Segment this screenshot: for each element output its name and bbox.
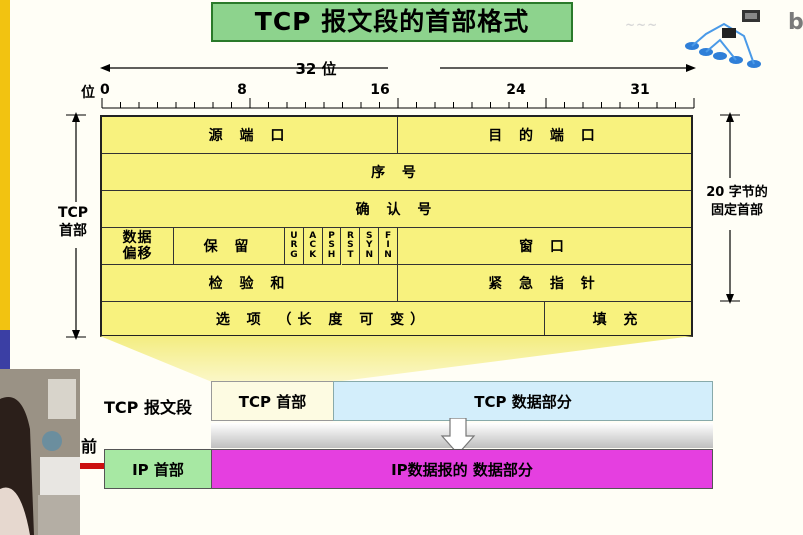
tcp-header-block: TCP 首部 [211,381,334,421]
slide-title: TCP 报文段的首部格式 [211,2,573,42]
width-label: 32 位 [290,58,342,78]
data-offset-line2: 偏移 [123,246,153,262]
ip-data-block: IP数据报的 数据部分 [211,449,713,489]
left-label: TCP 首部 [50,204,96,240]
width-arrow [100,58,696,78]
urgent-pointer-field: 紧 急 指 针 [398,265,691,302]
flag-letter: G [290,251,297,261]
right-label: 20 字节的 固定首部 [696,184,778,220]
left-label-line1: TCP [50,204,96,222]
checksum-field: 检 验 和 [102,265,398,302]
options-field: 选 项 （长 度 可 变） [102,302,545,335]
bit-tick-31: 31 [628,82,652,98]
front-label: 前 [80,433,98,457]
bit-tick-0: 0 [100,82,116,98]
bit-tick-8: 8 [232,82,252,98]
ip-header-block: IP 首部 [104,449,212,489]
projection-shape [100,336,700,384]
right-label-line2: 固定首部 [696,202,778,220]
flag-letter: N [365,251,373,261]
logo-letter: b [788,10,803,35]
dest-port-field: 目 的 端 口 [398,117,691,154]
bit-label: 位 [78,82,98,102]
webcam-overlay [0,369,80,535]
segment-label: TCP 报文段 [86,394,210,418]
flag-letter: T [347,251,353,261]
source-port-field: 源 端 口 [102,117,398,154]
right-label-line1: 20 字节的 [696,184,778,202]
bit-tick-16: 16 [368,82,392,98]
tcp-data-block: TCP 数据部分 [333,381,713,421]
reserved-field: 保 留 [174,228,285,265]
bit-tick-24: 24 [504,82,528,98]
data-offset-line1: 数据 [123,230,153,246]
left-pointer-arrow [80,460,106,472]
bit-ruler [100,98,696,110]
sequence-number-field: 序 号 [102,154,691,191]
ack-number-field: 确 认 号 [102,191,691,228]
watermark-text: ~~~ [625,18,658,32]
padding-field: 填 充 [545,302,691,335]
left-label-line2: 首部 [50,222,96,240]
flag-letter: H [328,251,336,261]
flag-letter: K [309,251,316,261]
flag-letter: N [384,251,392,261]
data-offset-field: 数据 偏移 [102,228,174,265]
window-field: 窗 口 [398,228,691,265]
